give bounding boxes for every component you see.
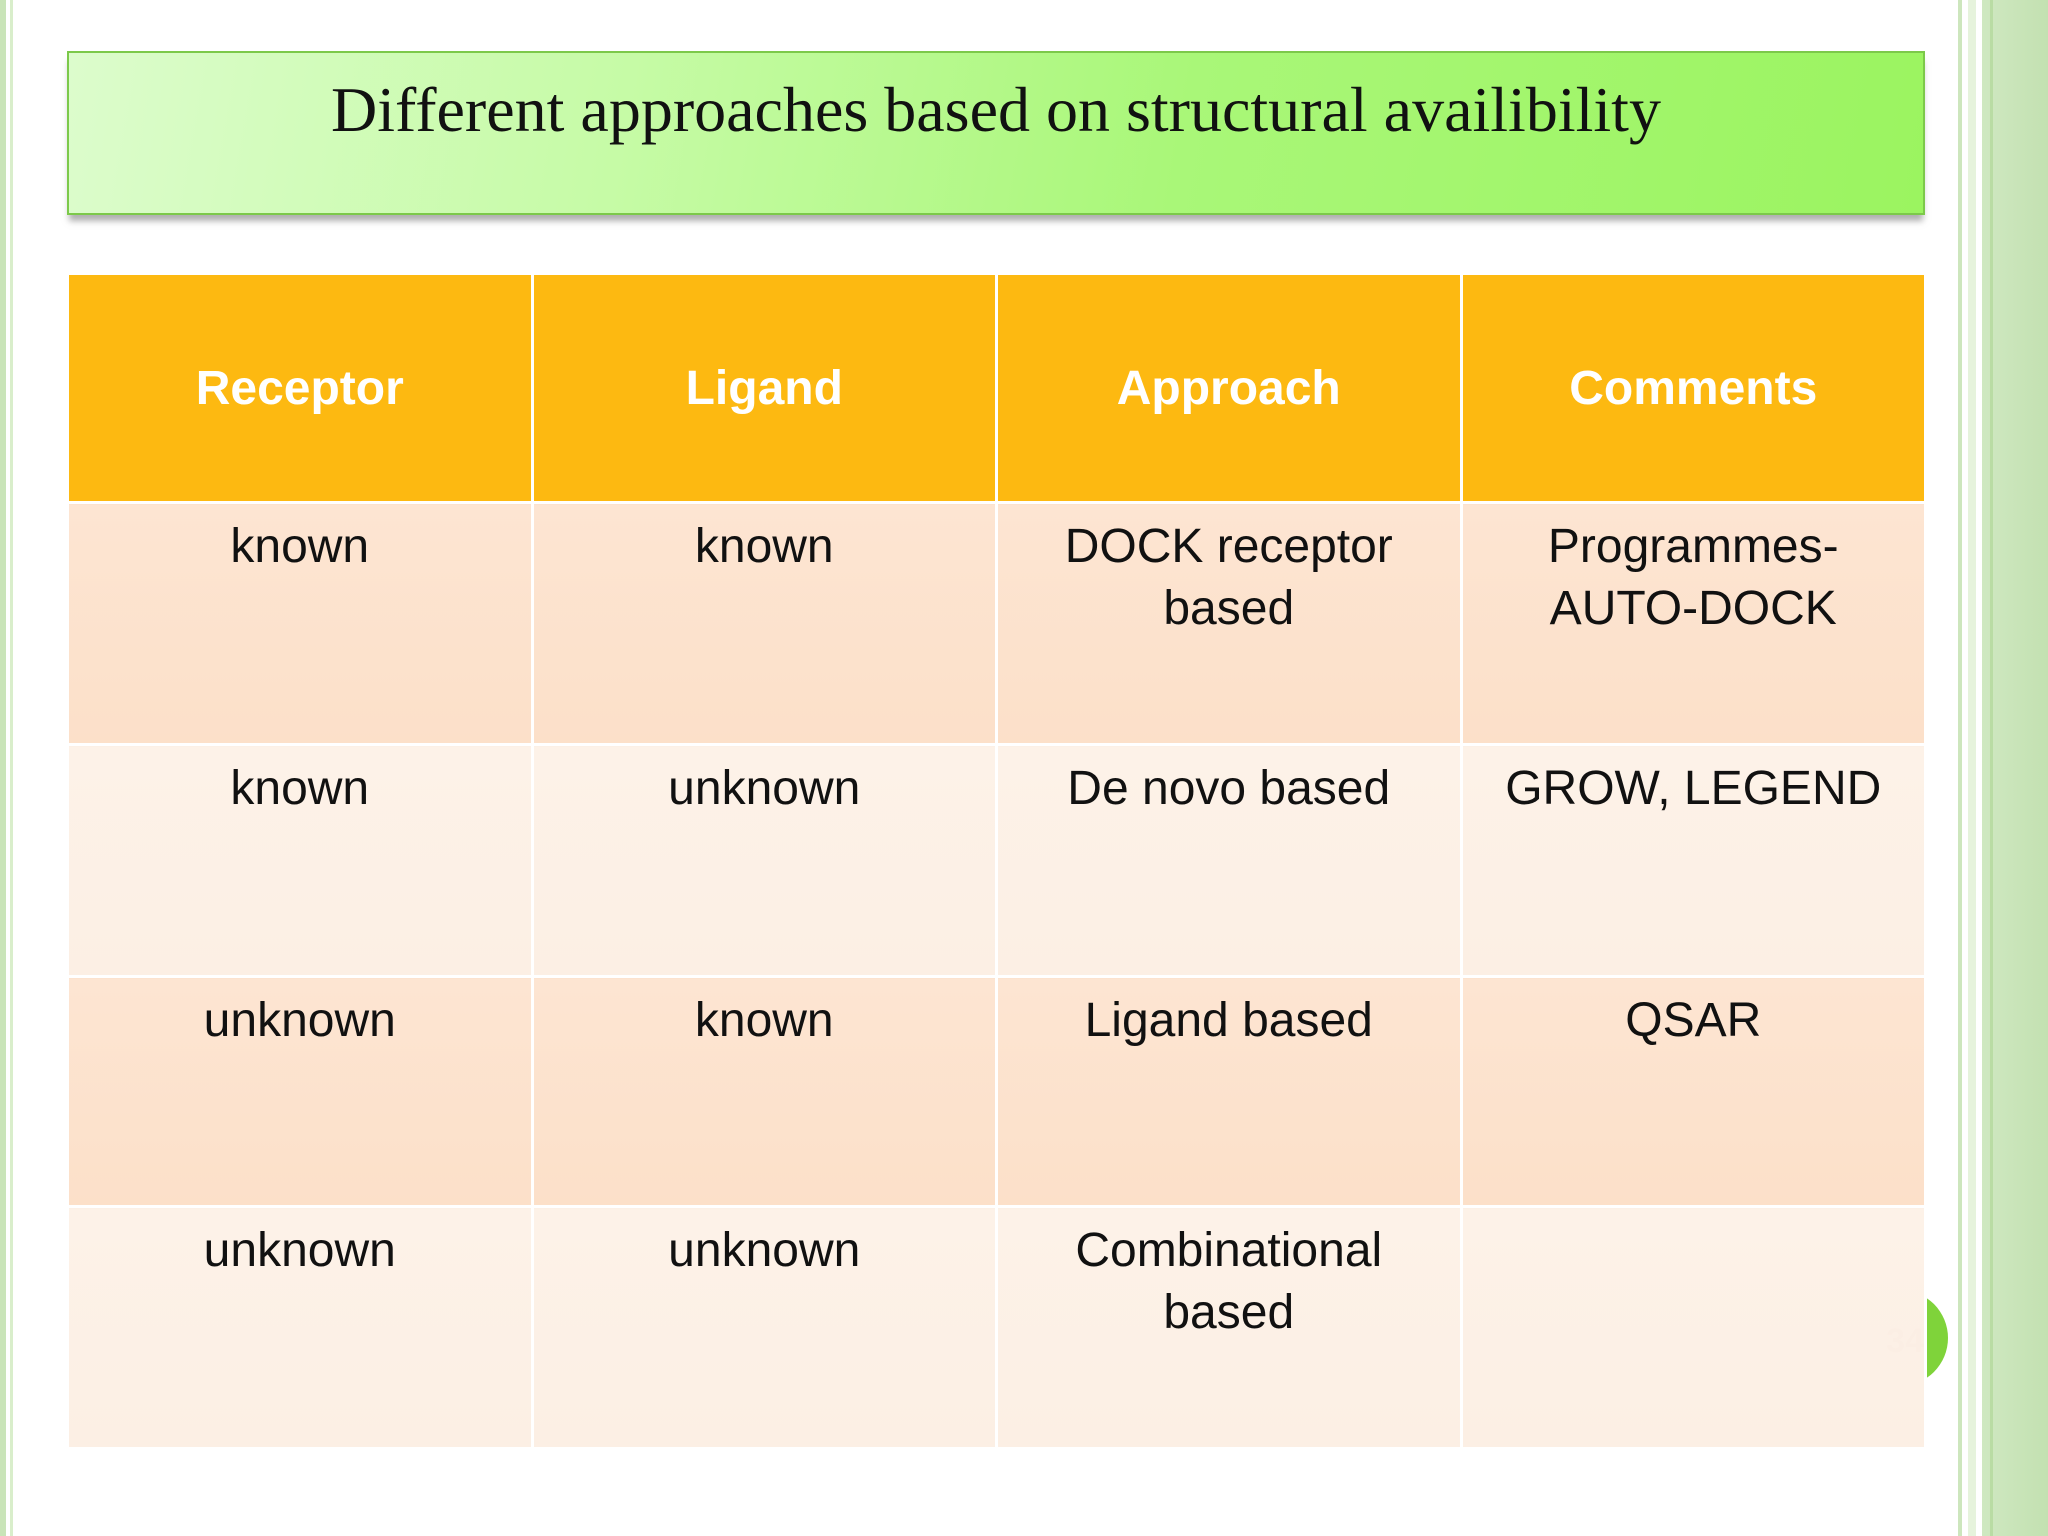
cell-ligand: known xyxy=(530,501,998,746)
title-banner: Different approaches based on structural… xyxy=(67,51,1925,215)
cell-text: unknown xyxy=(668,1224,861,1277)
approaches-table: Receptor Ligand Approach Comments known … xyxy=(66,272,1927,1450)
cell-text: DOCK receptor based xyxy=(1064,520,1393,635)
right-frame-band xyxy=(1982,0,2048,1536)
cell-text: known xyxy=(694,520,834,573)
cell-comments: GROW, LEGEND xyxy=(1459,743,1927,978)
table-row: known unknown De novo based GROW, LEGEND xyxy=(66,743,1927,978)
cell-approach: De novo based xyxy=(995,743,1463,978)
table-row: known known DOCK receptor based Programm… xyxy=(66,501,1927,746)
right-frame-stripe-light xyxy=(1968,0,1976,1536)
cell-text: Combinational based xyxy=(1075,1224,1383,1339)
cell-text: Programmes- AUTO-DOCK xyxy=(1547,520,1839,635)
table-row: unknown known Ligand based QSAR xyxy=(66,975,1927,1208)
cell-text: known xyxy=(694,994,834,1047)
cell-approach: Ligand based xyxy=(995,975,1463,1208)
cell-receptor: unknown xyxy=(66,1205,534,1450)
cell-text: Ligand based xyxy=(1084,994,1373,1047)
cell-text: De novo based xyxy=(1067,762,1391,815)
cell-text: known xyxy=(230,520,370,573)
cell-text: known xyxy=(230,762,370,815)
cell-ligand: known xyxy=(530,975,998,1208)
table-row: unknown unknown Combinational based xyxy=(66,1205,1927,1450)
left-frame-stripe xyxy=(0,0,6,1536)
left-frame-stripe-thin xyxy=(10,0,13,1536)
cell-ligand: unknown xyxy=(530,743,998,978)
header-ligand: Ligand xyxy=(530,272,998,504)
cell-receptor: known xyxy=(66,501,534,746)
header-comments: Comments xyxy=(1459,272,1927,504)
page-number: 34 xyxy=(1886,1322,1924,1360)
cell-comments: Programmes- AUTO-DOCK xyxy=(1459,501,1927,746)
header-approach: Approach xyxy=(995,272,1463,504)
cell-receptor: unknown xyxy=(66,975,534,1208)
right-frame-stripe xyxy=(1958,0,1962,1536)
cell-comments: QSAR xyxy=(1459,975,1927,1208)
cell-text: unknown xyxy=(203,1224,396,1277)
cell-text: GROW, LEGEND xyxy=(1505,762,1882,815)
cell-text: QSAR xyxy=(1625,994,1762,1047)
slide-title: Different approaches based on structural… xyxy=(331,74,1661,145)
cell-approach: DOCK receptor based xyxy=(995,501,1463,746)
cell-text: unknown xyxy=(203,994,396,1047)
table-header-row: Receptor Ligand Approach Comments xyxy=(66,272,1927,504)
cell-approach: Combinational based xyxy=(995,1205,1463,1450)
header-receptor: Receptor xyxy=(66,272,534,504)
cell-ligand: unknown xyxy=(530,1205,998,1450)
right-frame-line xyxy=(1990,0,1993,1536)
cell-receptor: known xyxy=(66,743,534,978)
cell-text: unknown xyxy=(668,762,861,815)
cell-comments xyxy=(1459,1205,1927,1450)
